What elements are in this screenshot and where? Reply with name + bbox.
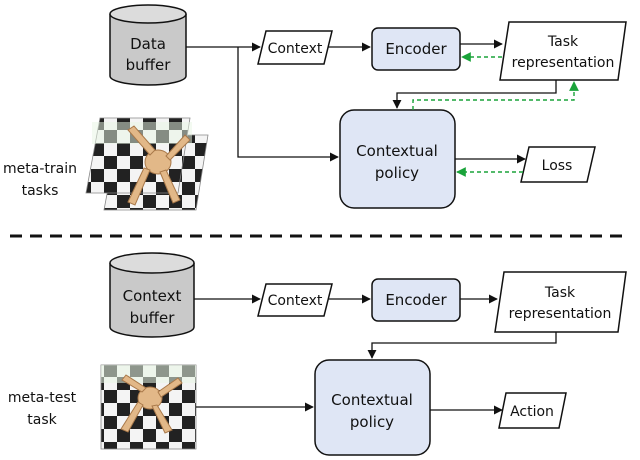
action-label: Action — [510, 404, 554, 420]
train-contextual-policy-box: Contextual policy — [339, 109, 456, 209]
train-encoder-box: Encoder — [371, 27, 461, 71]
train-policy-label-2: policy — [375, 164, 419, 182]
train-encoder-label: Encoder — [385, 40, 447, 58]
loss-label: Loss — [542, 158, 573, 174]
meta-train-task-images — [85, 117, 209, 211]
context-buffer-label-1: Context — [123, 287, 182, 305]
test-data-flow-arrows — [194, 294, 557, 415]
train-task-rep-label-2: representation — [512, 55, 615, 71]
train-task-representation-box: Task representation — [499, 21, 627, 81]
test-encoder-label: Encoder — [385, 291, 447, 309]
action-box: Action — [498, 392, 567, 429]
context-buffer-label-2: buffer — [130, 309, 176, 327]
train-task-rep-label-1: Task — [547, 34, 579, 50]
context-buffer: Context buffer — [109, 252, 195, 338]
train-gradient-arrows — [412, 52, 579, 177]
test-encoder-box: Encoder — [371, 278, 461, 322]
data-buffer: Data buffer — [109, 4, 187, 86]
meta-test-label-1: meta-test — [8, 390, 77, 406]
test-task-rep-label-1: Task — [544, 285, 576, 301]
meta-test-label-2: task — [27, 412, 57, 428]
test-context-box: Context — [257, 283, 333, 317]
meta-train-label-2: tasks — [22, 183, 59, 199]
buffer-to-policy-arrow — [237, 47, 339, 162]
test-context-label: Context — [268, 293, 323, 309]
train-context-box: Context — [257, 30, 333, 65]
data-buffer-label-2: buffer — [126, 56, 172, 74]
rep-to-policy-arrow-test — [367, 332, 557, 359]
test-task-representation-box: Task representation — [494, 271, 627, 333]
test-task-rep-label-2: representation — [509, 306, 612, 322]
train-context-label: Context — [268, 41, 323, 57]
rep-to-policy-arrow — [392, 80, 557, 109]
ant-robot-icon — [120, 374, 183, 434]
loss-box: Loss — [520, 146, 596, 183]
data-buffer-label-1: Data — [130, 35, 166, 53]
train-policy-label-1: Contextual — [356, 142, 438, 160]
test-policy-label-1: Contextual — [331, 391, 413, 409]
policy-to-rep-gradient-arrow — [412, 81, 579, 110]
train-data-flow-arrows — [186, 39, 557, 164]
ant-robot-icon — [127, 125, 191, 206]
meta-test-task-image — [100, 364, 197, 450]
test-contextual-policy-box: Contextual policy — [314, 359, 431, 456]
meta-train-label-1: meta-train — [3, 161, 77, 177]
test-policy-label-2: policy — [350, 413, 394, 431]
